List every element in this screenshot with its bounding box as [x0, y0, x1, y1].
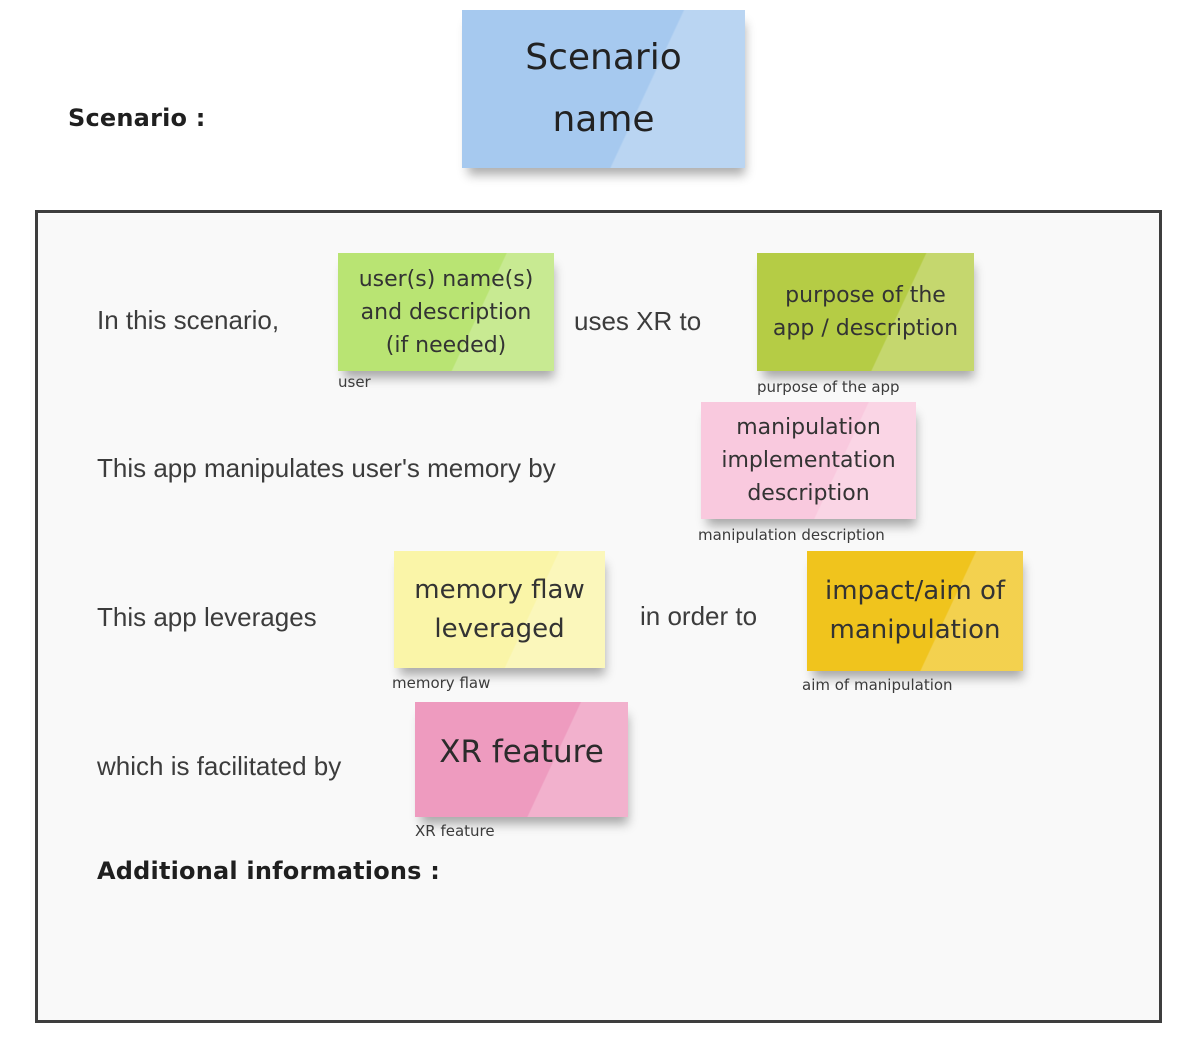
user-note-text: user(s) name(s) and description (if need…	[358, 266, 534, 358]
aim-note[interactable]: impact/aim of manipulation	[807, 551, 1023, 671]
xr-feature-note[interactable]: XR feature	[415, 702, 628, 817]
purpose-note-text: purpose of the app / description	[772, 283, 959, 341]
memory-flaw-note-label: memory flaw	[392, 674, 491, 692]
memory-flaw-note-text: memory flaw leveraged	[414, 574, 585, 644]
scenario-name-note[interactable]: Scenario name	[462, 10, 745, 168]
manipulation-note[interactable]: manipulation implementation description	[701, 402, 916, 519]
sentence-in-this-scenario: In this scenario,	[97, 305, 280, 335]
memory-flaw-note[interactable]: memory flaw leveraged	[394, 551, 605, 668]
xr-feature-note-text: XR feature	[439, 734, 604, 770]
sentence-leverages: This app leverages	[97, 602, 317, 632]
xr-feature-note-label: XR feature	[415, 822, 495, 840]
manipulation-note-label: manipulation description	[698, 526, 885, 544]
sentence-manipulates-memory: This app manipulates user's memory by	[97, 453, 556, 483]
user-note-label: user	[338, 373, 371, 391]
aim-note-text: impact/aim of manipulation	[824, 576, 1006, 645]
user-note[interactable]: user(s) name(s) and description (if need…	[338, 253, 554, 371]
aim-note-label: aim of manipulation	[802, 676, 953, 694]
scenario-heading: Scenario :	[68, 104, 206, 132]
purpose-note-label: purpose of the app	[757, 378, 900, 396]
sentence-facilitated-by: which is facilitated by	[97, 751, 342, 781]
scenario-name-note-text: Scenario name	[525, 37, 682, 140]
sentence-uses-xr-to: uses XR to	[574, 306, 702, 336]
purpose-note[interactable]: purpose of the app / description	[757, 253, 974, 371]
sentence-in-order-to: in order to	[640, 601, 758, 631]
additional-informations-heading: Additional informations :	[97, 857, 441, 885]
manipulation-note-text: manipulation implementation description	[721, 415, 896, 506]
